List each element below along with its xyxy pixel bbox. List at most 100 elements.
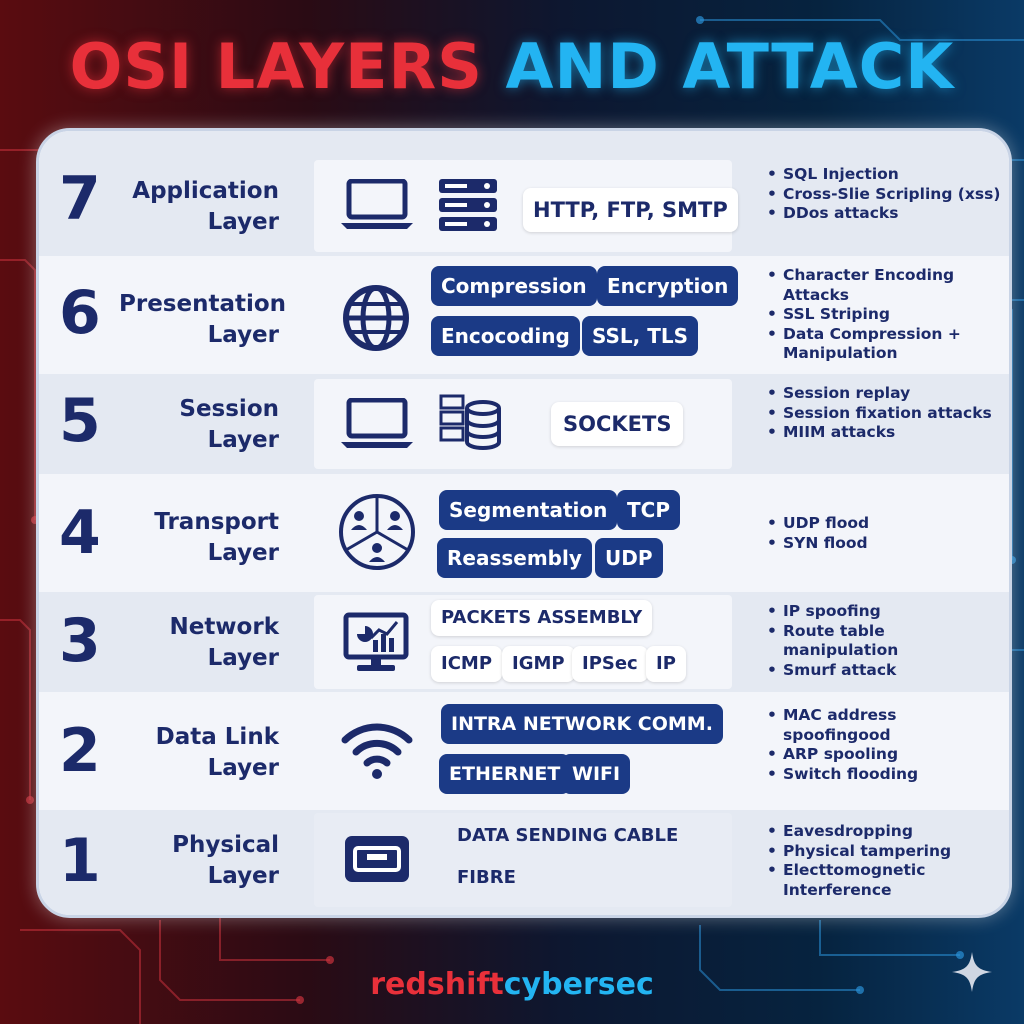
protocol-chip: PACKETS ASSEMBLY [431, 600, 653, 636]
sparkle-icon [952, 952, 992, 992]
layer-name-line1: Physical [172, 832, 279, 858]
layer-name-line1: Network [169, 614, 279, 640]
monitor-chart-icon [343, 612, 409, 671]
attack-list: SQL Injection Cross-Slie Scripling (xss)… [761, 165, 1001, 224]
attack-item: Eavesdropping [761, 822, 1001, 842]
laptop-icon [341, 179, 413, 229]
attack-item: IP spoofing [761, 602, 1001, 622]
protocol-chip: IGMP [502, 646, 575, 682]
attack-item: Cross-Slie Scripling (xss) [761, 185, 1001, 205]
attack-item: Character Encoding Attacks [761, 266, 1001, 305]
attack-item: MIIM attacks [761, 423, 1001, 443]
attack-item: MAC address spoofingood [761, 706, 1001, 745]
layer-name-line1: Session [179, 396, 279, 422]
layer-name-line2: Layer [207, 209, 279, 235]
attack-item: SSL Striping [761, 305, 1001, 325]
attack-item: Route table manipulation [761, 622, 1001, 661]
layer-name: Physical Layer [119, 830, 279, 892]
title-blue-part: AND ATTACK [505, 30, 955, 103]
layer-name-line2: Layer [207, 645, 279, 671]
globe-icon [343, 285, 409, 351]
attack-list: IP spoofing Route table manipulation Smu… [761, 602, 1001, 680]
layer-name-line1: Data Link [155, 724, 279, 750]
layer-number: 4 [59, 498, 101, 568]
attack-list: MAC address spoofingood ARP spooling Swi… [761, 706, 1001, 784]
database-icon [439, 394, 501, 450]
layer-name: Session Layer [119, 394, 279, 456]
attack-list: Eavesdropping Physical tampering Electto… [761, 822, 1001, 900]
layer-name: Application Layer [119, 176, 279, 238]
server-icon [439, 179, 497, 231]
layer-name: Network Layer [119, 612, 279, 674]
layer-row-7: 7 Application Layer HTTP, FTP, SMTP SQL … [39, 131, 1009, 256]
attack-item: Session replay [761, 384, 1001, 404]
attack-item: Session fixation attacks [761, 404, 1001, 424]
page-title: OSI LAYERS AND ATTACK [0, 30, 1024, 103]
users-network-icon [339, 494, 415, 570]
attack-item: Smurf attack [761, 661, 1001, 681]
attack-list: UDP flood SYN flood [761, 514, 1001, 553]
layer-name: Transport Layer [119, 507, 279, 569]
attack-item: Data Compression + Manipulation [761, 325, 1001, 364]
attack-item: SYN flood [761, 534, 1001, 554]
brand-logo-text: redshiftcybersec [0, 967, 1024, 1002]
layer-number: 3 [59, 606, 101, 676]
feature-chip: INTRA NETWORK COMM. [441, 704, 723, 744]
layer-name-line1: Transport [154, 509, 279, 535]
layer-name-line2: Layer [207, 322, 279, 348]
protocol-chip: SOCKETS [551, 402, 684, 446]
feature-chip: Compression [431, 266, 597, 306]
layer-name-line2: Layer [207, 755, 279, 781]
medium-label: FIBRE [457, 867, 516, 888]
attack-item: Switch flooding [761, 765, 1001, 785]
layer-name-line2: Layer [207, 540, 279, 566]
feature-chip: Reassembly [437, 538, 592, 578]
attack-item: DDos attacks [761, 204, 1001, 224]
feature-chip: WIFI [562, 754, 631, 794]
layer-row-3: 3 Network Layer PACKETS ASSEMBLY ICMP IG… [39, 592, 1009, 692]
ethernet-port-icon [345, 836, 409, 882]
feature-chip: Segmentation [439, 490, 618, 530]
feature-chip: UDP [595, 538, 663, 578]
feature-chip: TCP [617, 490, 680, 530]
attack-item: Electtomognetic Interference [761, 861, 1001, 900]
layer-number: 7 [59, 164, 101, 234]
protocol-chip: ICMP [431, 646, 503, 682]
osi-layers-panel: 7 Application Layer HTTP, FTP, SMTP SQL … [36, 128, 1012, 918]
protocol-chip: IP [646, 646, 686, 682]
layer-row-5: 5 Session Layer SOCKETS Session replay S… [39, 374, 1009, 474]
attack-item: UDP flood [761, 514, 1001, 534]
layer-number: 6 [59, 278, 101, 348]
protocol-chip: IPSec [572, 646, 648, 682]
title-red-part: OSI LAYERS [69, 30, 483, 103]
layer-number: 5 [59, 386, 101, 456]
layer-row-6: 6 Presentation Layer Compression Encrypt… [39, 256, 1009, 374]
brand-red-part: redshift [370, 967, 504, 1002]
feature-chip: Encryption [597, 266, 739, 306]
layer-name: Data Link Layer [119, 722, 279, 784]
layer-name-line2: Layer [207, 427, 279, 453]
layer-number: 2 [59, 716, 101, 786]
feature-chip: SSL, TLS [582, 316, 699, 356]
layer-row-4: 4 Transport Layer Segmentation TCP Reass… [39, 474, 1009, 592]
layer-row-2: 2 Data Link Layer INTRA NETWORK COMM. ET… [39, 692, 1009, 810]
protocol-chip: HTTP, FTP, SMTP [523, 188, 738, 232]
brand-blue-part: cybersec [503, 967, 654, 1002]
attack-list: Session replay Session fixation attacks … [761, 384, 1001, 443]
attack-list: Character Encoding Attacks SSL Striping … [761, 266, 1001, 364]
feature-chip: ETHERNET [439, 754, 571, 794]
attack-item: ARP spooling [761, 745, 1001, 765]
layer-name: Presentation Layer [119, 289, 287, 351]
layer-row-1: 1 Physical Layer DATA SENDING CABLE FIBR… [39, 810, 1009, 915]
wifi-icon [341, 723, 413, 779]
feature-chip: Encocoding [431, 316, 580, 356]
layer-name-line2: Layer [207, 863, 279, 889]
attack-item: Physical tampering [761, 842, 1001, 862]
layer-name-line1: Application [132, 178, 279, 204]
layer-number: 1 [59, 826, 101, 896]
medium-label: DATA SENDING CABLE [457, 825, 679, 846]
layer-name-line1: Presentation [119, 291, 287, 317]
laptop-icon [341, 398, 413, 448]
attack-item: SQL Injection [761, 165, 1001, 185]
